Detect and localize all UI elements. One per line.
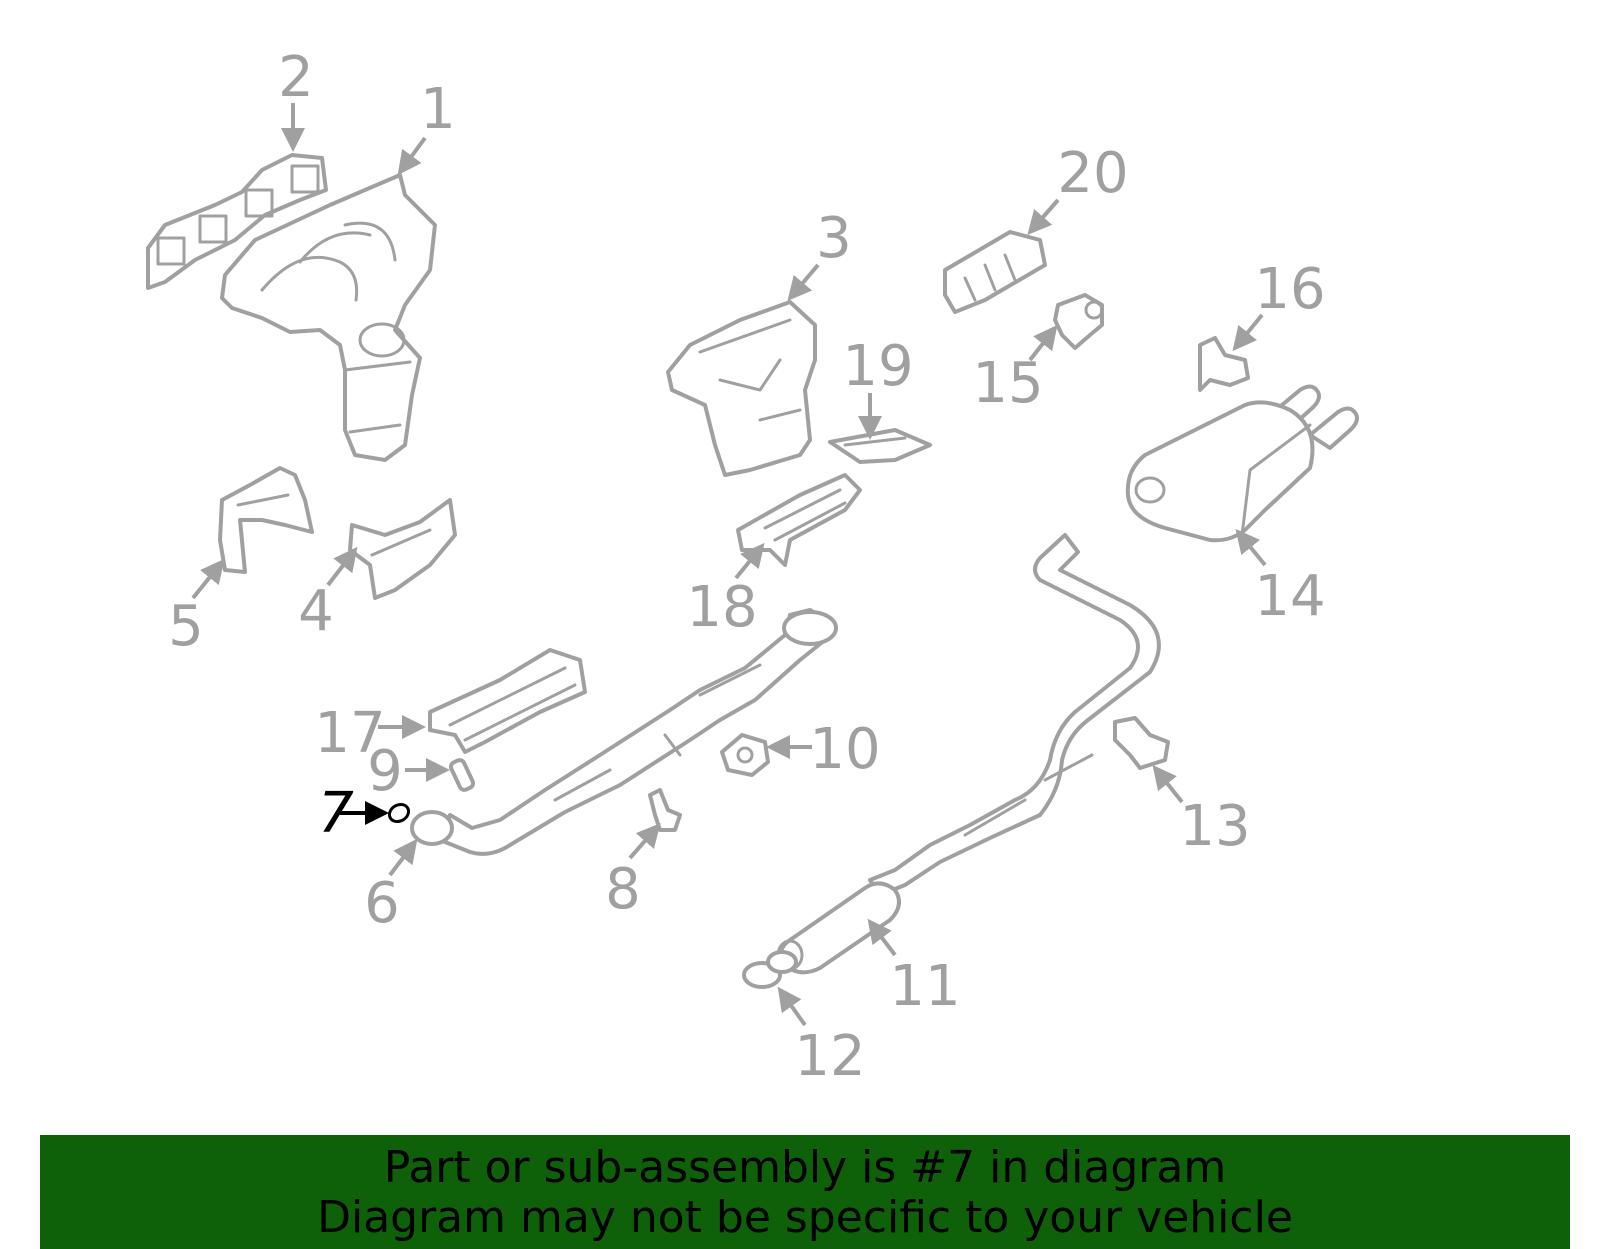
callout-7: 7 [318,781,354,846]
callout-1: 1 [420,77,456,142]
callout-16: 16 [1254,257,1325,322]
callout-11: 11 [889,954,960,1019]
part-10-flange [720,733,770,777]
part-17-heat-shield [428,648,587,754]
callout-6: 6 [364,871,400,936]
part-1-exhaust-manifold [220,173,437,462]
callout-2: 2 [278,45,314,110]
part-9-stud [448,758,476,792]
part-2-manifold-gasket [146,153,328,290]
callout-13: 13 [1179,794,1250,859]
callout-4: 4 [298,579,334,644]
callout-5: 5 [168,594,204,659]
part-19-heat-shield [828,428,932,464]
callout-9: 9 [367,739,403,804]
callout-19: 19 [842,334,913,399]
info-banner: Part or sub-assembly is #7 in diagram Di… [40,1135,1570,1249]
part-16-hanger-bracket [1198,336,1250,392]
part-13-hanger [1113,716,1170,770]
callout-8: 8 [605,857,641,922]
part-6-front-pipe [410,608,838,856]
callout-12: 12 [794,1024,865,1089]
exhaust-parts-diagram: 1 2 3 4 5 6 7 8 9 10 11 12 13 14 15 16 1… [146,45,1359,1089]
callout-18: 18 [686,575,757,640]
part-20-heat-shield [943,230,1047,314]
callout-15: 15 [972,351,1043,416]
part-14-muffler [1125,384,1359,543]
callout-3: 3 [816,206,852,271]
callout-20: 20 [1057,141,1128,206]
banner-line-part-number: Part or sub-assembly is #7 in diagram [383,1142,1227,1193]
banner-line-disclaimer: Diagram may not be specific to your vehi… [317,1192,1293,1243]
part-15-hanger [1053,293,1104,350]
leader-lines [191,103,1267,1027]
part-4-heat-shield [348,498,457,600]
part-3-heat-shield [666,300,817,477]
callout-10: 10 [809,717,880,782]
part-5-heat-shield [218,466,314,574]
part-7-gasket [387,802,411,824]
part-8-bolt [648,788,682,832]
callout-14: 14 [1254,564,1325,629]
part-12-gasket [742,950,798,989]
callout-17: 17 [314,701,385,766]
